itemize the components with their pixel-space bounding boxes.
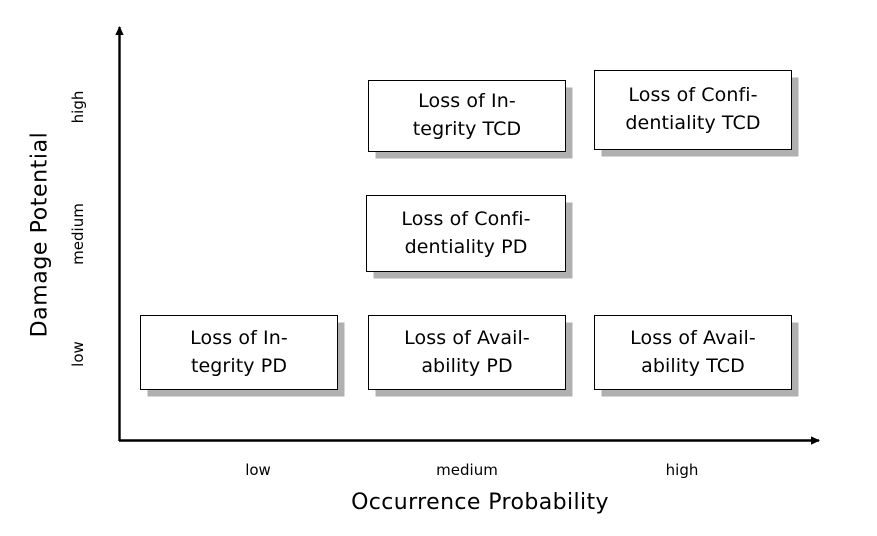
risk-box-line-2: ability PD [421, 354, 513, 377]
risk-box-line-2: tegrity TCD [412, 118, 522, 140]
risk-box-loss-of-integrity-pd[interactable]: Loss of In- tegrity PD [140, 315, 338, 390]
risk-box-line-2: dentiality TCD [625, 112, 761, 134]
risk-box-line-1: Loss of Avail- [404, 326, 530, 349]
risk-box-line-1: Loss of In- [418, 90, 516, 113]
y-tick-label-high: high [69, 90, 87, 124]
risk-box-loss-of-availability-tcd[interactable]: Loss of Avail- ability TCD [594, 315, 792, 390]
risk-box-loss-of-confidentiality-tcd[interactable]: Loss of Confi- dentiality TCD [594, 70, 792, 150]
risk-box-line-2: ability TCD [641, 354, 745, 377]
risk-box-line-1: Loss of In- [190, 326, 288, 349]
y-axis-title: Damage Potential [27, 131, 53, 338]
risk-box-line-2: dentiality PD [404, 235, 528, 258]
risk-box-loss-of-availability-pd[interactable]: Loss of Avail- ability PD [368, 315, 566, 390]
risk-box-line-1: Loss of Avail- [630, 326, 756, 349]
risk-box-line-1: Loss of Confi- [401, 207, 531, 230]
y-tick-label-medium: medium [69, 203, 87, 265]
x-axis-title: Occurrence Probability [351, 490, 609, 515]
x-tick-label-medium: medium [436, 461, 498, 479]
risk-box-line-2: tegrity PD [190, 354, 288, 377]
risk-box-loss-of-integrity-tcd[interactable]: Loss of In- tegrity TCD [368, 80, 566, 152]
risk-box-line-1: Loss of Confi- [628, 84, 758, 107]
y-tick-label-low: low [69, 341, 87, 367]
x-tick-label-high: high [665, 461, 699, 479]
risk-box-loss-of-confidentiality-pd[interactable]: Loss of Confi- dentiality PD [366, 195, 566, 272]
x-tick-label-low: low [245, 461, 271, 479]
